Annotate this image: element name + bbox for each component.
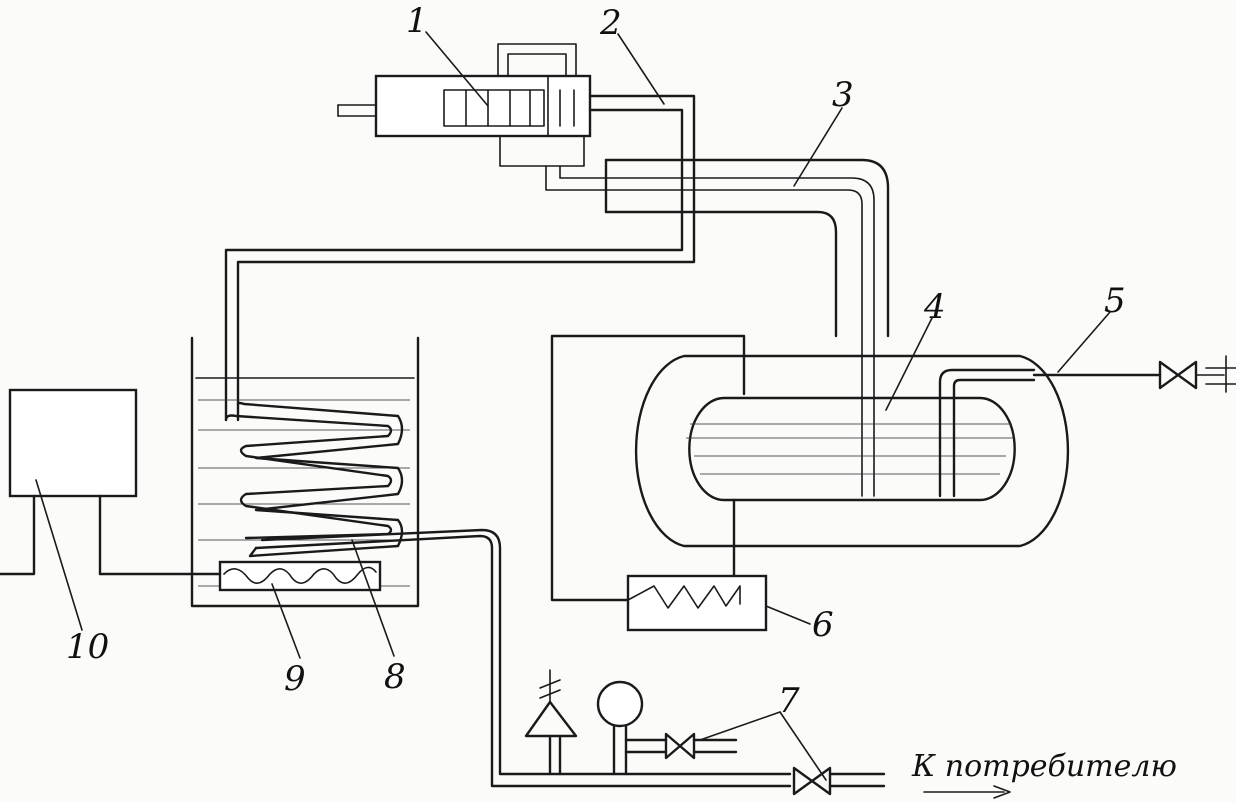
label-8: 8 <box>384 657 406 697</box>
pressure-gauge <box>596 680 668 776</box>
label-6: 6 <box>812 605 834 645</box>
heater-9 <box>98 560 382 592</box>
pipe-3 <box>545 158 890 497</box>
valve-7-lower <box>792 766 886 796</box>
label-9: 9 <box>284 659 306 699</box>
leader-lines <box>35 31 1111 781</box>
heater-loop-6 <box>550 334 768 632</box>
consumer-arrow <box>923 785 1011 799</box>
label-7: 7 <box>778 681 800 721</box>
label-4: 4 <box>923 287 946 327</box>
valve-7-upper <box>664 732 738 760</box>
label-5: 5 <box>1104 281 1126 321</box>
receiver-vessel <box>634 354 1162 548</box>
valve-5 <box>1158 355 1236 393</box>
control-box-10 <box>0 388 138 576</box>
label-3: 3 <box>832 75 854 115</box>
compressor <box>337 43 592 167</box>
pipe-2 <box>224 94 696 422</box>
label-2: 2 <box>599 3 622 43</box>
label-10: 10 <box>66 627 109 667</box>
coil-8 <box>224 401 792 788</box>
caption-to-consumer: К потребителю <box>911 749 1177 784</box>
safety-valve <box>524 669 578 776</box>
label-1: 1 <box>406 1 428 41</box>
